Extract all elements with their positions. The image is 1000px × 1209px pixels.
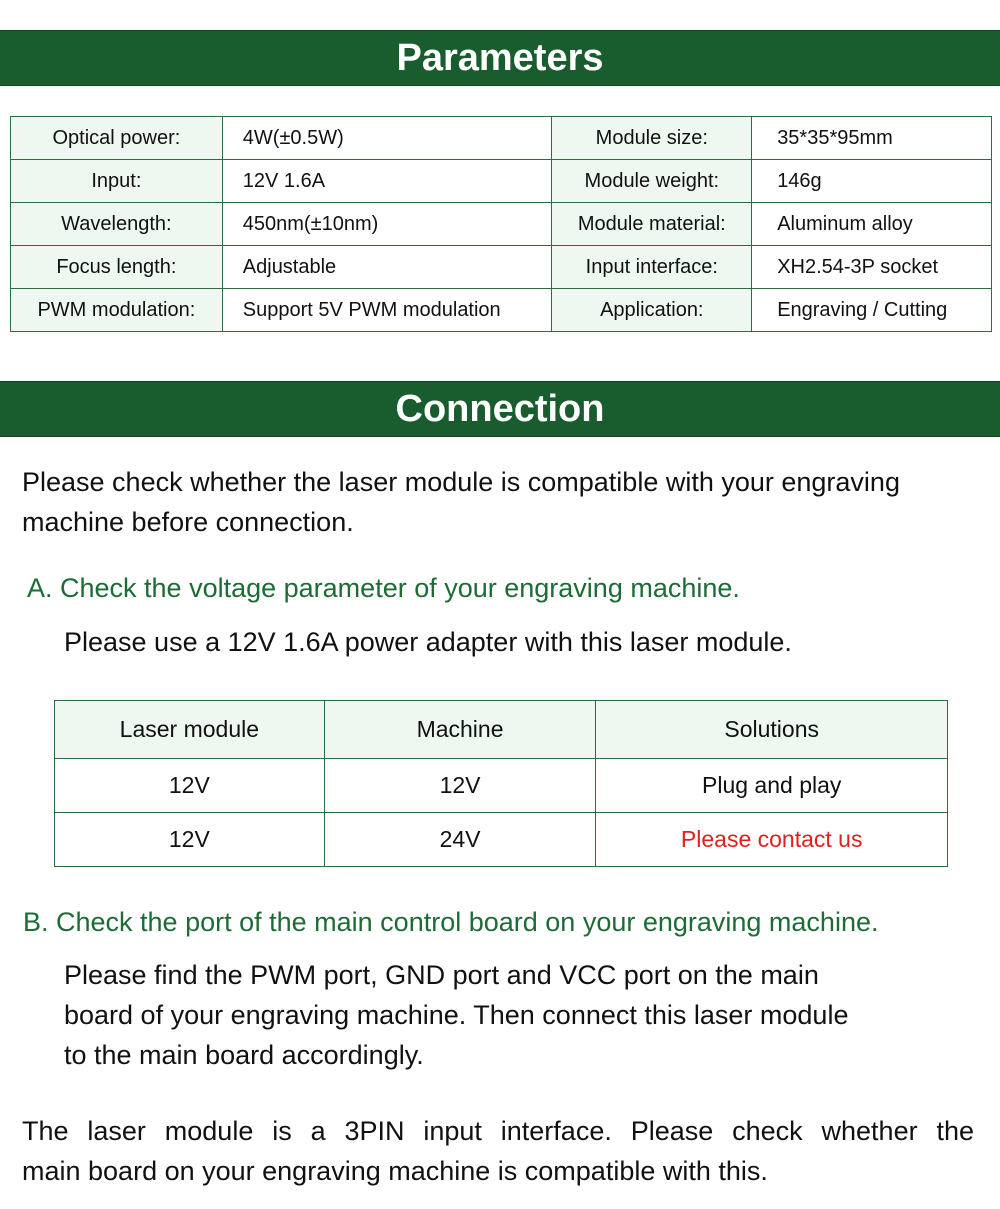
step-a-heading: A. Check the voltage parameter of your e… [27,573,740,603]
param-value: Aluminum alloy [751,202,992,246]
step-b-paragraph: Please find the PWM port, GND port and V… [64,955,848,1075]
step-b-line: board of your engraving machine. Then co… [64,1000,849,1030]
param-label: Input: [10,159,223,203]
table-row: Input: 12V 1.6A Module weight: 146g [10,159,992,203]
param-label: PWM modulation: [10,288,223,332]
step-b-line: to the main board accordingly. [64,1040,424,1070]
connection-banner: Connection [0,381,1000,437]
intro-line: Please check whether the laser module is… [22,467,900,497]
param-label: Module material: [551,202,753,246]
table-row: 12V 24V Please contact us [54,812,948,867]
parameters-title: Parameters [396,36,604,79]
table-row: PWM modulation: Support 5V PWM modulatio… [10,288,992,332]
column-header: Machine [323,700,597,759]
step-b-heading: B. Check the port of the main control bo… [23,907,879,937]
footer-paragraph: The laser module is a 3PIN input interfa… [22,1111,974,1191]
table-row: Optical power: 4W(±0.5W) Module size: 35… [10,116,992,160]
param-value: Engraving / Cutting [751,288,992,332]
param-value: Support 5V PWM modulation [221,288,553,332]
param-label: Focus length: [10,245,223,289]
step-a-text: Please use a 12V 1.6A power adapter with… [64,627,792,657]
parameters-banner: Parameters [0,30,1000,86]
param-label: Input interface: [551,245,753,289]
param-label: Module size: [551,116,753,160]
table-cell: 12V [323,758,597,813]
param-value: 146g [751,159,992,203]
param-label: Application: [551,288,753,332]
intro-line: machine before connection. [22,507,354,537]
param-label: Module weight: [551,159,753,203]
param-label: Optical power: [10,116,223,160]
table-cell: 12V [54,812,325,867]
param-value: XH2.54-3P socket [751,245,992,289]
step-b-line: Please find the PWM port, GND port and V… [64,960,819,990]
param-value: 4W(±0.5W) [221,116,553,160]
param-value: 12V 1.6A [221,159,553,203]
footer-line: The laser module is a 3PIN input interfa… [22,1116,974,1146]
table-row: Wavelength: 450nm(±10nm) Module material… [10,202,992,246]
table-cell: 12V [54,758,325,813]
table-cell: 24V [323,812,597,867]
param-value: 450nm(±10nm) [221,202,553,246]
parameters-table: Optical power: 4W(±0.5W) Module size: 35… [10,116,992,332]
connection-title: Connection [395,387,605,430]
table-cell: Plug and play [595,758,948,813]
footer-line: main board on your engraving machine is … [22,1156,768,1186]
contact-us-cell: Please contact us [595,812,948,867]
param-label: Wavelength: [10,202,223,246]
voltage-table: Laser module Machine Solutions 12V 12V P… [54,700,948,867]
param-value: Adjustable [221,245,553,289]
intro-paragraph: Please check whether the laser module is… [22,462,900,542]
table-row: Focus length: Adjustable Input interface… [10,245,992,289]
param-value: 35*35*95mm [751,116,992,160]
column-header: Solutions [595,700,948,759]
column-header: Laser module [54,700,325,759]
table-row: 12V 12V Plug and play [54,758,948,813]
table-header-row: Laser module Machine Solutions [54,700,948,759]
